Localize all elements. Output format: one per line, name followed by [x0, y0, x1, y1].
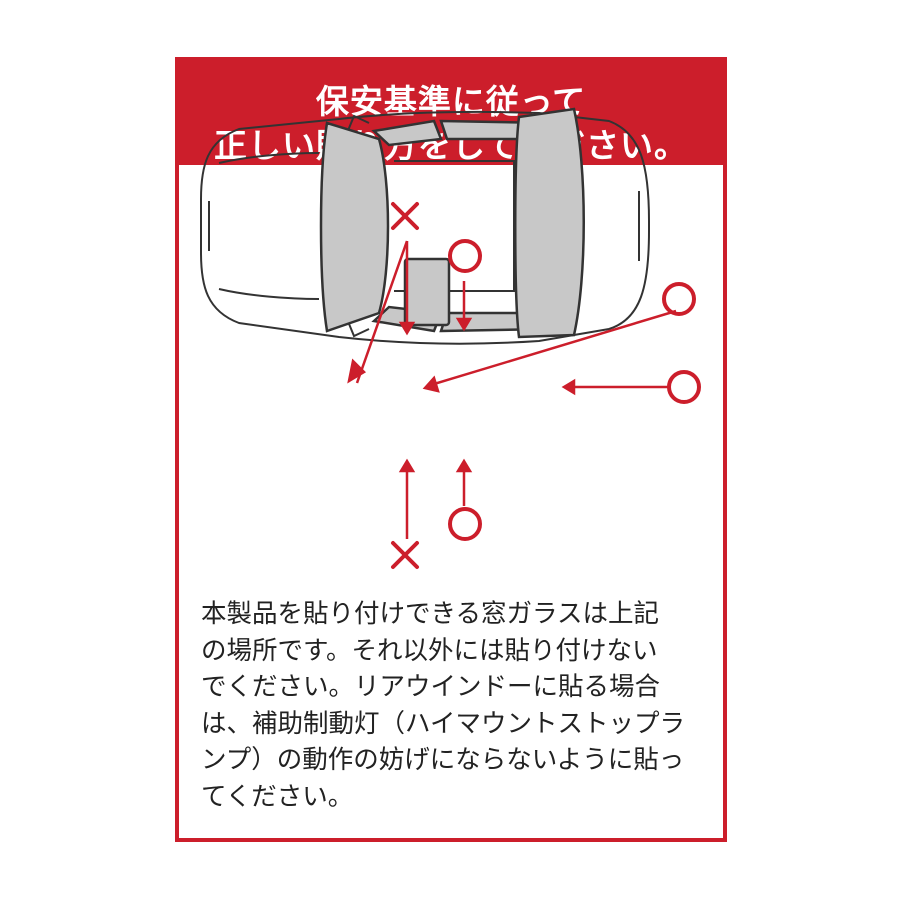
side-mirror-right [346, 114, 370, 134]
car-body-outline [200, 110, 650, 345]
window-glass [319, 107, 585, 339]
description-line: てください。 [201, 781, 354, 812]
description-line: ンプ）の動作の妨げにならないように貼っ [201, 745, 685, 775]
windshield [319, 121, 390, 333]
ng-mark-top [391, 202, 419, 230]
notice-frame: 保安基準に従って 正しい貼り方をしてください。 [175, 57, 727, 842]
ok-mark-sunroof [662, 282, 696, 316]
hood-line-bottom [218, 288, 320, 300]
indicator-arrows [347, 240, 677, 539]
side-mirror-left [346, 318, 370, 338]
hood-line-top [218, 152, 320, 164]
sunroof [403, 257, 451, 327]
notice-header: 保安基準に従って 正しい貼り方をしてください。 [179, 61, 723, 165]
ok-mark-top-side [448, 239, 482, 273]
description-line: は、補助制動灯（ハイマウントストップラ [201, 708, 685, 739]
ok-mark-bottom-side [448, 507, 482, 541]
usage-description: 本製品を貼り付けできる窓ガラスは上記 の場所です。それ以外には貼り付けない でく… [201, 596, 709, 815]
description-line: でください。リアウインドーに貼る場合 [201, 672, 661, 702]
car-window-diagram [200, 107, 701, 569]
description-line: 本製品を貼り付けできる窓ガラスは上記 [201, 599, 659, 629]
front-side-window-top [371, 119, 443, 147]
ng-mark-bottom [391, 541, 419, 569]
ok-mark-rear-window [667, 370, 701, 404]
ok-marks [448, 239, 701, 541]
description-line: の場所です。それ以外には貼り付けない [201, 635, 658, 666]
rear-window [514, 107, 585, 339]
